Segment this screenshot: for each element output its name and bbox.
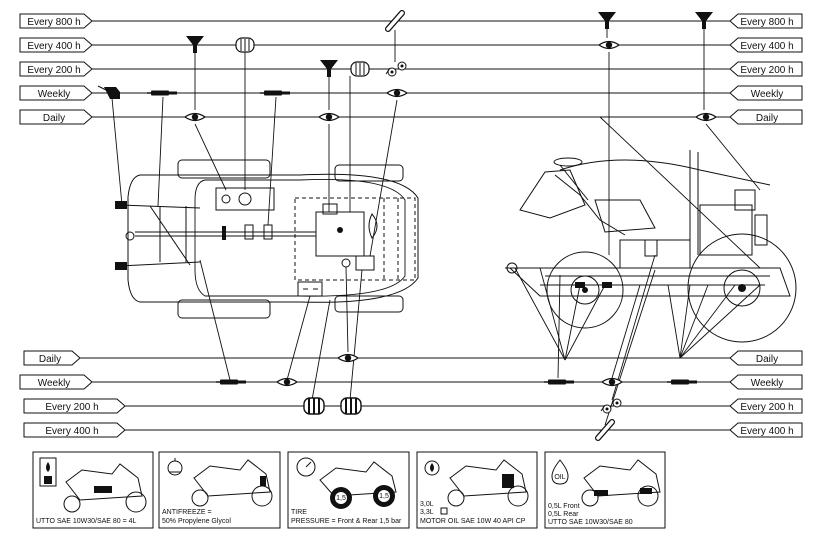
service-panel-3: 1,5 1,5 TIRE PRESSURE = Front & Rear 1,5… <box>287 451 410 529</box>
svg-text:Every 800 h: Every 800 h <box>27 17 80 28</box>
svg-text:Every 400 h: Every 400 h <box>740 41 793 52</box>
svg-text:1,5: 1,5 <box>336 495 346 502</box>
svg-text:TIRE: TIRE <box>291 509 307 516</box>
svg-text:MOTOR OIL SAE 10W 40 API CP: MOTOR OIL SAE 10W 40 API CP <box>420 518 526 525</box>
svg-text:3,3L: 3,3L <box>420 509 434 516</box>
svg-text:PRESSURE = Front & Rear 1,5 ba: PRESSURE = Front & Rear 1,5 bar <box>291 518 402 525</box>
filter-icon <box>350 61 370 77</box>
right-interval-label-0: Every 800 h <box>729 13 803 29</box>
eye-icon <box>695 112 717 122</box>
svg-text:3,0L: 3,0L <box>420 501 434 508</box>
left-interval-label-2: Every 200 h <box>19 61 93 77</box>
eye-icon <box>601 377 623 387</box>
svg-text:0,5L Front: 0,5L Front <box>548 503 580 510</box>
service-panel-4: 3,0L 3,3L MOTOR OIL SAE 10W 40 API CP <box>416 451 538 529</box>
filter-icon <box>340 397 362 415</box>
svg-text:UTTO SAE 10W30/SAE 80 = 4L: UTTO SAE 10W30/SAE 80 = 4L <box>36 518 137 525</box>
mower-sketch <box>191 459 273 507</box>
grease-gun-icon <box>146 89 178 97</box>
filter-icon <box>303 397 325 415</box>
right-interval-label-2: Every 200 h <box>729 61 803 77</box>
svg-text:0,5L Rear: 0,5L Rear <box>548 511 579 518</box>
service-panel-1: UTTO SAE 10W30/SAE 80 = 4L <box>32 451 154 529</box>
svg-text:Every 200 h: Every 200 h <box>740 65 793 76</box>
service-panel-2: ANTIFREEZE = 50% Propylene Glycol <box>158 451 281 529</box>
bottom-right-interval-label-2: Every 200 h <box>729 398 803 414</box>
bottom-service-icons <box>215 353 698 439</box>
bottom-right-interval-label-1: Weekly <box>729 374 803 390</box>
bottom-left-interval-label-1: Weekly <box>19 374 93 390</box>
eye-icon <box>598 40 620 50</box>
bottom-left-interval-label-3: Every 400 h <box>23 422 126 438</box>
eye-icon <box>184 112 206 122</box>
svg-text:Every 400 h: Every 400 h <box>740 426 793 437</box>
oil-drop-icon <box>424 460 440 476</box>
top-service-icons <box>97 12 717 122</box>
mower-sketch <box>447 459 529 507</box>
svg-text:Every 800 h: Every 800 h <box>740 17 793 28</box>
svg-text:Every 200 h: Every 200 h <box>27 65 80 76</box>
right-interval-label-4: Daily <box>729 109 803 125</box>
eye-icon <box>318 112 340 122</box>
svg-text:Weekly: Weekly <box>751 89 784 100</box>
mower-sketch <box>63 463 147 513</box>
tractor-side-view <box>505 150 797 343</box>
left-interval-label-0: Every 800 h <box>19 13 93 29</box>
service-panel-5: OIL 0,5L Front 0,5L Rear UTTO SAE 10W30/… <box>544 451 666 529</box>
right-interval-label-3: Weekly <box>729 85 803 101</box>
grease-gun-icon <box>666 378 698 386</box>
svg-text:Every 200 h: Every 200 h <box>45 402 98 413</box>
bottom-left-interval-label-0: Daily <box>23 350 81 366</box>
filter-icon <box>235 37 255 53</box>
oil-can-icon <box>39 457 57 487</box>
grease-gun-icon <box>543 378 575 386</box>
svg-text:Daily: Daily <box>756 354 778 365</box>
grease-gun-icon <box>259 89 291 97</box>
tractor-top-view <box>115 159 419 319</box>
grease-gun-icon <box>215 378 247 386</box>
svg-text:Weekly: Weekly <box>38 89 71 100</box>
leader-lines <box>111 29 761 426</box>
eye-icon <box>386 88 408 98</box>
svg-text:UTTO SAE 10W30/SAE 80: UTTO SAE 10W30/SAE 80 <box>548 519 633 526</box>
svg-text:50% Propylene Glycol: 50% Propylene Glycol <box>162 518 231 525</box>
svg-text:Every 400 h: Every 400 h <box>27 41 80 52</box>
service-panels: UTTO SAE 10W30/SAE 80 = 4L ANTIFREEZE = … <box>32 451 666 529</box>
bottom-right-interval-label-3: Every 400 h <box>729 422 803 438</box>
left-interval-label-1: Every 400 h <box>19 37 93 53</box>
svg-text:1,5: 1,5 <box>379 493 389 500</box>
svg-text:Daily: Daily <box>756 113 778 124</box>
svg-text:Every 200 h: Every 200 h <box>740 402 793 413</box>
bottom-left-interval-label-2: Every 200 h <box>23 398 126 414</box>
top-interval-rows: Every 800 h Every 400 h Every 200 h Week… <box>19 13 803 125</box>
grease-fitting-icon <box>97 85 120 99</box>
svg-text:Daily: Daily <box>43 113 65 124</box>
mower-sketch <box>581 459 661 507</box>
right-interval-label-1: Every 400 h <box>729 37 803 53</box>
rear-tire-icon: 1,5 <box>373 485 395 507</box>
svg-text:ANTIFREEZE =: ANTIFREEZE = <box>162 509 212 516</box>
coolant-icon <box>167 458 183 476</box>
bottom-interval-rows: Daily Weekly Every 200 h Every 400 h Dai… <box>19 350 803 438</box>
front-tire-icon: 1,5 <box>330 487 352 509</box>
oil-bottle-icon: OIL <box>551 459 569 485</box>
eye-icon <box>337 353 359 363</box>
left-interval-label-4: Daily <box>19 109 93 125</box>
bottom-right-interval-label-0: Daily <box>729 350 803 366</box>
pressure-gauge-icon <box>296 457 316 477</box>
svg-text:Daily: Daily <box>39 354 61 365</box>
eye-icon <box>276 377 298 387</box>
svg-text:OIL: OIL <box>554 474 565 481</box>
left-interval-label-3: Weekly <box>19 85 93 101</box>
svg-text:Weekly: Weekly <box>751 378 784 389</box>
svg-text:Weekly: Weekly <box>38 378 71 389</box>
svg-text:Every 400 h: Every 400 h <box>45 426 98 437</box>
